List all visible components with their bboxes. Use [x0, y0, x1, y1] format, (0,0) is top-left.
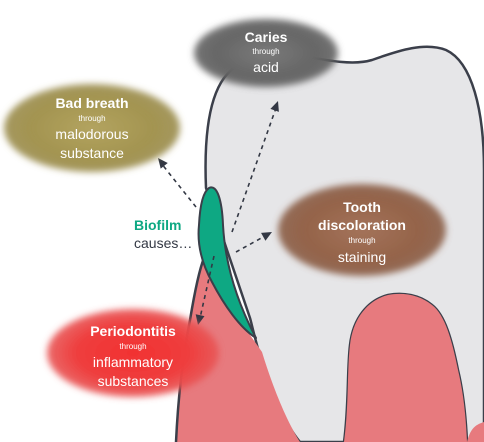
cause-arrows — [160, 107, 277, 319]
periodontitis-title: Periodontitis — [90, 323, 176, 339]
discoloration-title-line2: discoloration — [318, 217, 406, 233]
caries-effect: Caries through acid — [194, 19, 338, 87]
gum-right — [344, 293, 467, 442]
biofilm-plaque — [197, 186, 257, 339]
arrow-to-bad-breath — [160, 162, 197, 208]
caries-through: through — [252, 47, 279, 56]
arrow-to-discoloration — [235, 235, 266, 253]
periodontitis-cause-line2: substances — [98, 373, 169, 389]
biofilm-label-group: Biofilm causes… — [134, 217, 192, 251]
arrowhead-discoloration — [261, 232, 272, 241]
gum-edge — [467, 422, 484, 442]
tooth-discoloration-effect: Tooth discoloration through staining — [278, 184, 446, 276]
bad-breath-effect: Bad breath through malodorous substance — [4, 84, 180, 172]
arrow-to-periodontitis — [199, 255, 215, 319]
arrowhead-periodontitis — [195, 314, 205, 325]
arrowhead-caries — [270, 101, 279, 112]
bad-breath-cause-line1: malodorous — [55, 126, 128, 142]
periodontitis-effect: Periodontitis through inflammatory subst… — [47, 309, 219, 397]
arrow-to-caries — [231, 107, 277, 233]
arrowhead-bad-breath — [158, 158, 168, 169]
periodontitis-cause-line1: inflammatory — [93, 354, 173, 370]
discoloration-through: through — [348, 236, 375, 245]
biofilm-label: Biofilm — [134, 217, 181, 233]
caries-title: Caries — [245, 29, 288, 45]
bad-breath-through: through — [78, 114, 105, 123]
periodontitis-through: through — [119, 342, 146, 351]
gum — [176, 258, 300, 442]
discoloration-cause: staining — [338, 249, 386, 265]
caries-cause: acid — [253, 59, 279, 75]
arrowheads — [158, 101, 279, 325]
bad-breath-title: Bad breath — [55, 95, 128, 111]
discoloration-title-line1: Tooth — [343, 199, 381, 215]
biofilm-caption: causes… — [134, 235, 192, 251]
bad-breath-cause-line2: substance — [60, 145, 124, 161]
